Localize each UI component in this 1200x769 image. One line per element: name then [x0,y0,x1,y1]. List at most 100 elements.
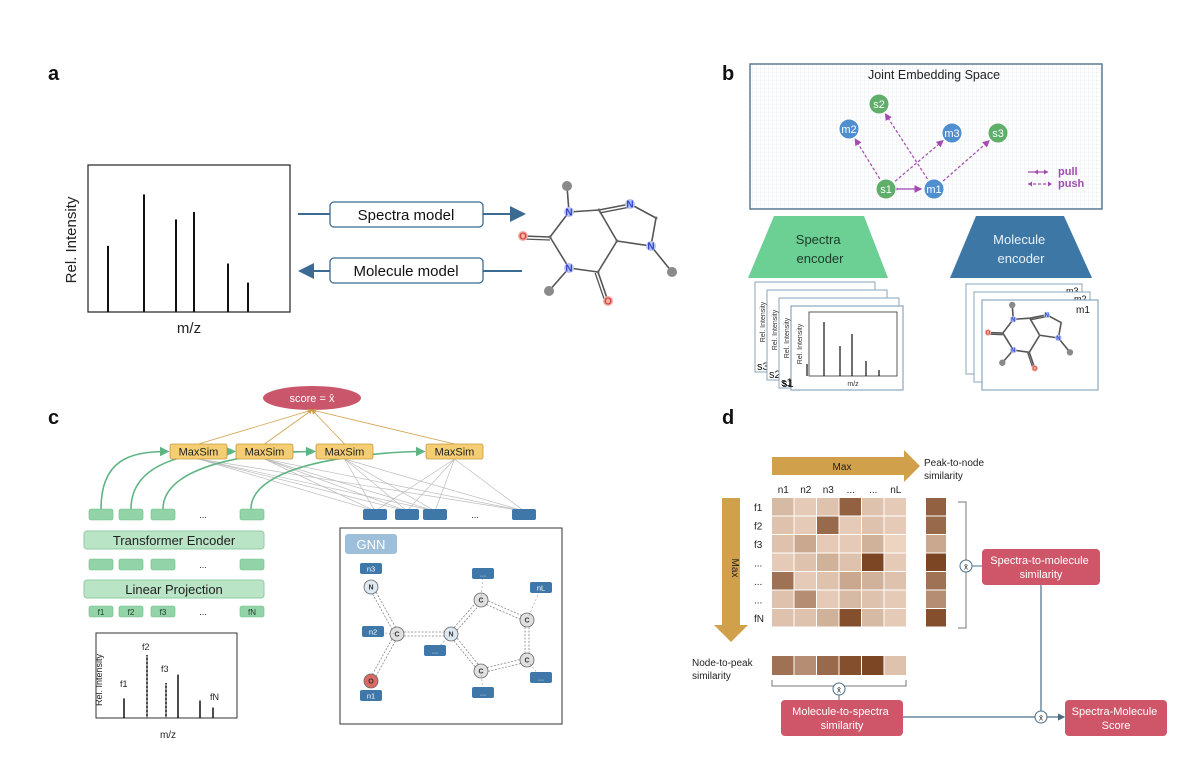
heatmap-row-label: f1 [754,503,763,514]
carbon-atom [1028,351,1031,354]
methyl-atom [999,359,1006,366]
gnn-node-token [472,687,494,698]
gnn-edge [449,635,480,673]
heatmap-cell [817,553,839,571]
spectrum-y-axis-label: Rel. Intensity [63,196,80,283]
row-max-cell [926,553,946,571]
gnn-edge [372,585,400,634]
heatmap-row-label: f3 [754,540,763,551]
heatmap-cell [817,609,839,627]
heatmap-cell [794,609,816,627]
oxygen-atom [1031,365,1038,372]
gnn-atom [519,612,535,628]
gnn-node-token [360,563,382,574]
heatmap-cell [794,590,816,608]
heatmap-column-label: n1 [778,485,790,496]
feature-token-label: fN [248,608,256,617]
embedding-node-label-s1: s1 [880,184,892,196]
oxygen-atom-label: O [1032,366,1037,372]
feature-to-maxsim-arrow [162,446,316,510]
molecule-card-front [981,299,1099,391]
bond [597,271,609,302]
linear-projection-box [83,579,265,599]
gnn-badge [345,534,397,554]
maxsim-label: MaxSim [179,447,219,459]
heatmap-cell [839,553,861,571]
heatmap-cell [817,590,839,608]
bond [548,267,570,292]
molecule-card-front-label: m1 [1076,305,1090,316]
carbon-atom [548,235,552,239]
gnn-node-label: n3 [367,565,375,574]
row-max-cell [926,498,946,516]
gnn-edge [480,657,527,670]
bond [650,245,673,273]
gnn-node-token [530,582,552,593]
max-top-label: Max [833,462,852,473]
gnn-node-token [424,645,446,656]
carbon-atom [654,216,658,220]
row-max-cell [926,609,946,627]
nitrogen-atom-label: N [1011,348,1015,354]
heatmap-cell [817,572,839,590]
double-bond [594,272,606,303]
gnn-node-label: ... [480,570,486,579]
spectra-model-label: Spectra model [358,207,455,224]
maxsim-label: MaxSim [435,447,475,459]
molecule-card-label: m3 [1066,286,1079,296]
maxsim-fan-line [434,458,455,512]
feature-token-fN [239,605,265,618]
feature-token-f1 [88,605,114,618]
heatmap-row-label: ... [754,577,762,588]
molecule-model-box [329,257,484,284]
feature-token [150,558,176,571]
feature-token [118,508,144,521]
spectrum-card-front-y-label: Rel. Intensity [797,323,804,364]
maxsim-label: MaxSim [325,447,365,459]
heatmap-cell [772,516,794,534]
spectrum-card-front-label: s1 [782,378,794,390]
maxsim-fan-line [198,458,436,512]
carbon-atom [596,270,600,274]
score-pill [263,386,361,410]
heatmap-cell [817,535,839,553]
heatmap-cell [794,572,816,590]
spectrum-card-y-label: Rel. Intensity [772,309,779,350]
heatmap-row-label: ... [754,559,762,570]
col-max-cell [772,656,794,675]
col-max-cell [884,656,906,675]
molecule-encoder-trapezoid [950,216,1092,278]
feature-token-label: f3 [160,608,167,617]
heatmap-cell [884,553,906,571]
push-arrow [894,139,944,182]
carbon-atom [597,208,601,212]
panel-a-label: a [48,63,60,85]
maxsim-label: MaxSim [245,447,285,459]
heatmap-cell [884,516,906,534]
small-spectrum-peak-label: f2 [142,642,150,652]
gnn-atom-label: N [368,585,373,592]
bond [616,240,652,247]
maxsim-to-score-line [311,408,455,445]
row-max-cell [926,535,946,553]
maxsim-row: MaxSim MaxSim MaxSim MaxSim [169,443,484,460]
embedding-node-m1 [923,178,945,200]
bond [549,211,570,238]
score-op-label: x̄ [1039,714,1043,723]
spectrum-card-label: s2 [769,369,781,381]
nitrogen-atom-label: N [565,208,572,219]
score-pill-label: score = x̂ [290,393,335,405]
embedding-node-label-m1: m1 [926,184,941,196]
molecule-encoder-label: Molecule encoder [993,232,1049,266]
spectra-encoder-trapezoid [748,216,888,278]
maxsim-fan-line [454,458,525,512]
oxygen-atom [984,329,992,336]
molecule-to-spectra-box [781,700,903,736]
gnn-edge [452,601,483,636]
carbon-atom [1002,332,1004,334]
heatmap-cell [862,516,884,534]
gnn-badge-label: GNN [357,537,386,552]
